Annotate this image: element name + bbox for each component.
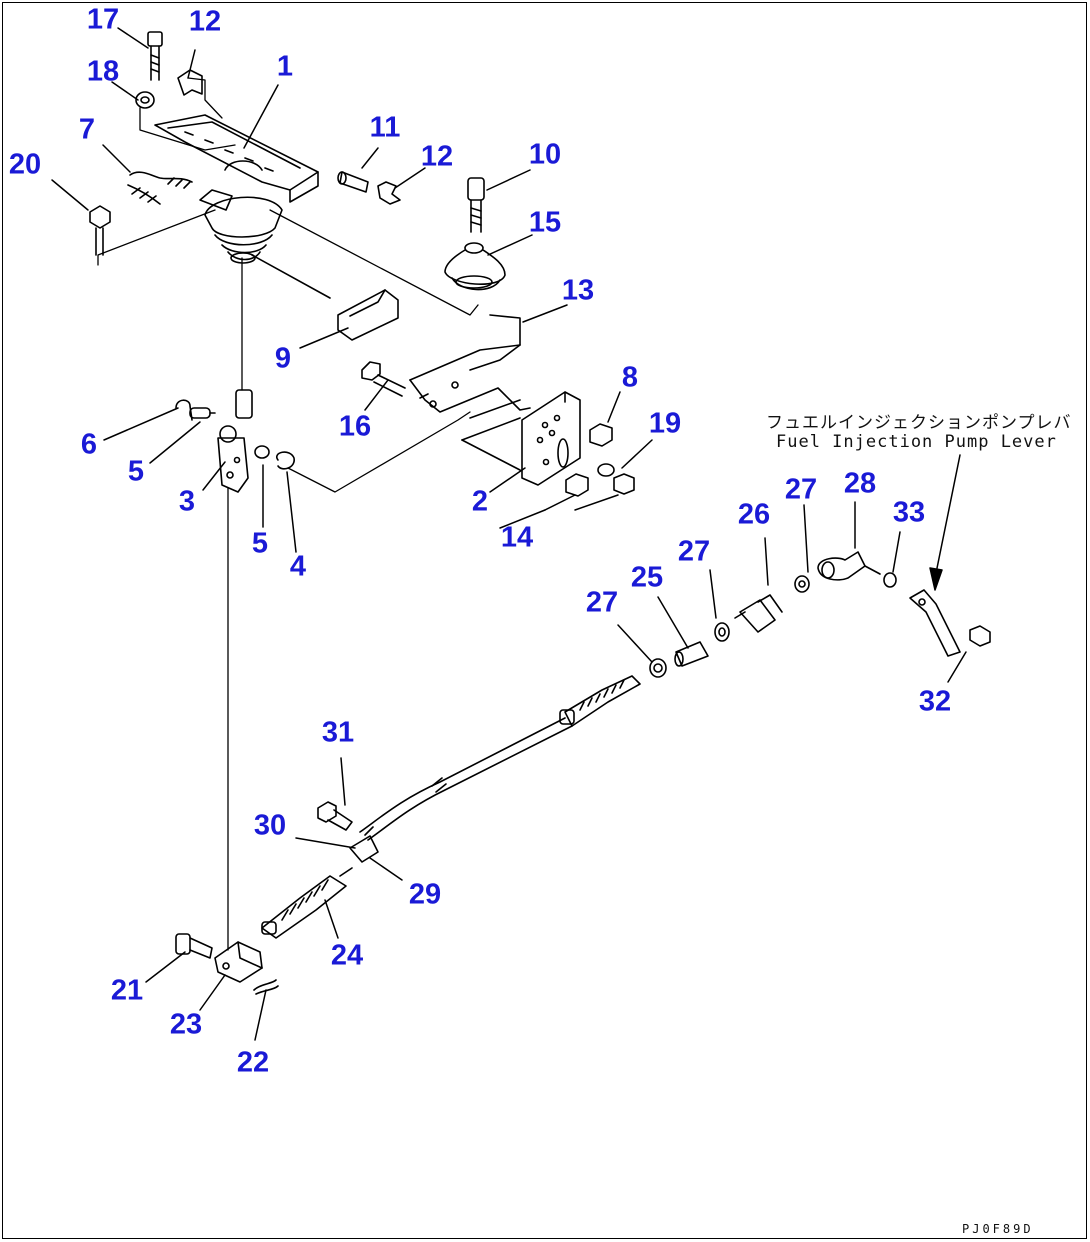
nut-27-a-inner: [653, 663, 663, 673]
part-label-27-a: 27: [585, 586, 619, 619]
part-label-7: 7: [78, 113, 96, 146]
pin-11: [337, 171, 369, 193]
pedal-boot: [199, 189, 283, 264]
lever-3: [217, 389, 253, 493]
part-label-29: 29: [408, 878, 442, 911]
nut-32: [969, 625, 991, 647]
bushing-5-right: [254, 445, 270, 459]
part-label-13: 13: [561, 274, 595, 307]
spring-7: [127, 171, 193, 205]
pump-lever: [909, 589, 961, 657]
part-label-5-right: 5: [251, 527, 269, 560]
part-label-23: 23: [169, 1008, 203, 1041]
part-label-32: 32: [918, 685, 952, 718]
bolt-21: [175, 933, 213, 959]
part-label-16: 16: [338, 410, 372, 443]
bolt-20: [89, 205, 111, 256]
nut-18: [135, 91, 155, 109]
part-label-14: 14: [500, 521, 534, 554]
throttle-cable: [261, 675, 641, 939]
bracket-assembly: [251, 254, 581, 486]
part-label-12: 12: [188, 5, 222, 38]
part-label-33: 33: [892, 496, 926, 529]
cotter-pin-22: [253, 979, 279, 995]
part-label-27-b: 27: [677, 535, 711, 568]
drawing-code: PJ0F89D: [962, 1222, 1034, 1236]
stopper-bolt-10: [467, 177, 485, 233]
part-label-10: 10: [528, 138, 562, 171]
part-label-3: 3: [178, 485, 196, 518]
clip-12-top: [177, 69, 203, 96]
nut-27-c: [794, 575, 810, 593]
part-label-17: 17: [86, 3, 120, 36]
callout-japanese: フュエルインジェクションポンプレバ: [766, 413, 1072, 433]
part-label-28: 28: [843, 467, 877, 500]
part-label-6: 6: [80, 428, 98, 461]
clip-12-mid: [377, 181, 401, 205]
part-label-18: 18: [86, 55, 120, 88]
part-label-30: 30: [253, 809, 287, 842]
part-label-21: 21: [110, 974, 144, 1007]
bolt-31: [317, 801, 353, 831]
bushings-14: [565, 473, 635, 497]
part-label-4: 4: [289, 550, 307, 583]
nut-27-a: [649, 658, 667, 678]
nut-27-b: [714, 622, 730, 642]
rubber-boot-15: [444, 242, 506, 291]
pin-5-left: [189, 407, 216, 419]
part-label-8: 8: [621, 361, 639, 394]
washer-33: [883, 572, 897, 588]
part-label-11: 11: [369, 111, 401, 144]
sleeve-25: [674, 641, 709, 667]
snap-ring-4: [276, 451, 295, 470]
part-label-12-mid: 12: [420, 140, 454, 173]
nut-27-c-inner: [798, 580, 806, 588]
assembly-lines: [97, 77, 479, 951]
accelerator-pedal-1: [154, 114, 319, 203]
part-label-26: 26: [737, 498, 771, 531]
part-label-15: 15: [528, 206, 562, 239]
part-label-19: 19: [648, 407, 682, 440]
part-label-22: 22: [236, 1046, 270, 1079]
pump-lever-hole: [918, 598, 926, 606]
part-label-1: 1: [276, 50, 294, 83]
part-label-31: 31: [321, 716, 355, 749]
part-label-9: 9: [274, 342, 292, 375]
cotter-pin-6: [175, 399, 193, 421]
callout-english: Fuel Injection Pump Lever: [776, 432, 1057, 452]
washer-19: [597, 463, 615, 477]
ball-joint-28: [817, 551, 881, 581]
bolt-17: [147, 31, 163, 81]
nut-8: [589, 423, 613, 447]
part-label-25: 25: [630, 561, 664, 594]
part-label-24: 24: [330, 939, 364, 972]
nut-27-b-inner: [718, 627, 726, 637]
part-label-5-left: 5: [127, 455, 145, 488]
part-label-20: 20: [8, 148, 42, 181]
clevis-23: [214, 941, 263, 983]
part-label-27-c: 27: [784, 473, 818, 506]
bolt-16: [361, 361, 406, 397]
rubber-stop-26: [734, 594, 783, 633]
part-label-2: 2: [471, 485, 489, 518]
